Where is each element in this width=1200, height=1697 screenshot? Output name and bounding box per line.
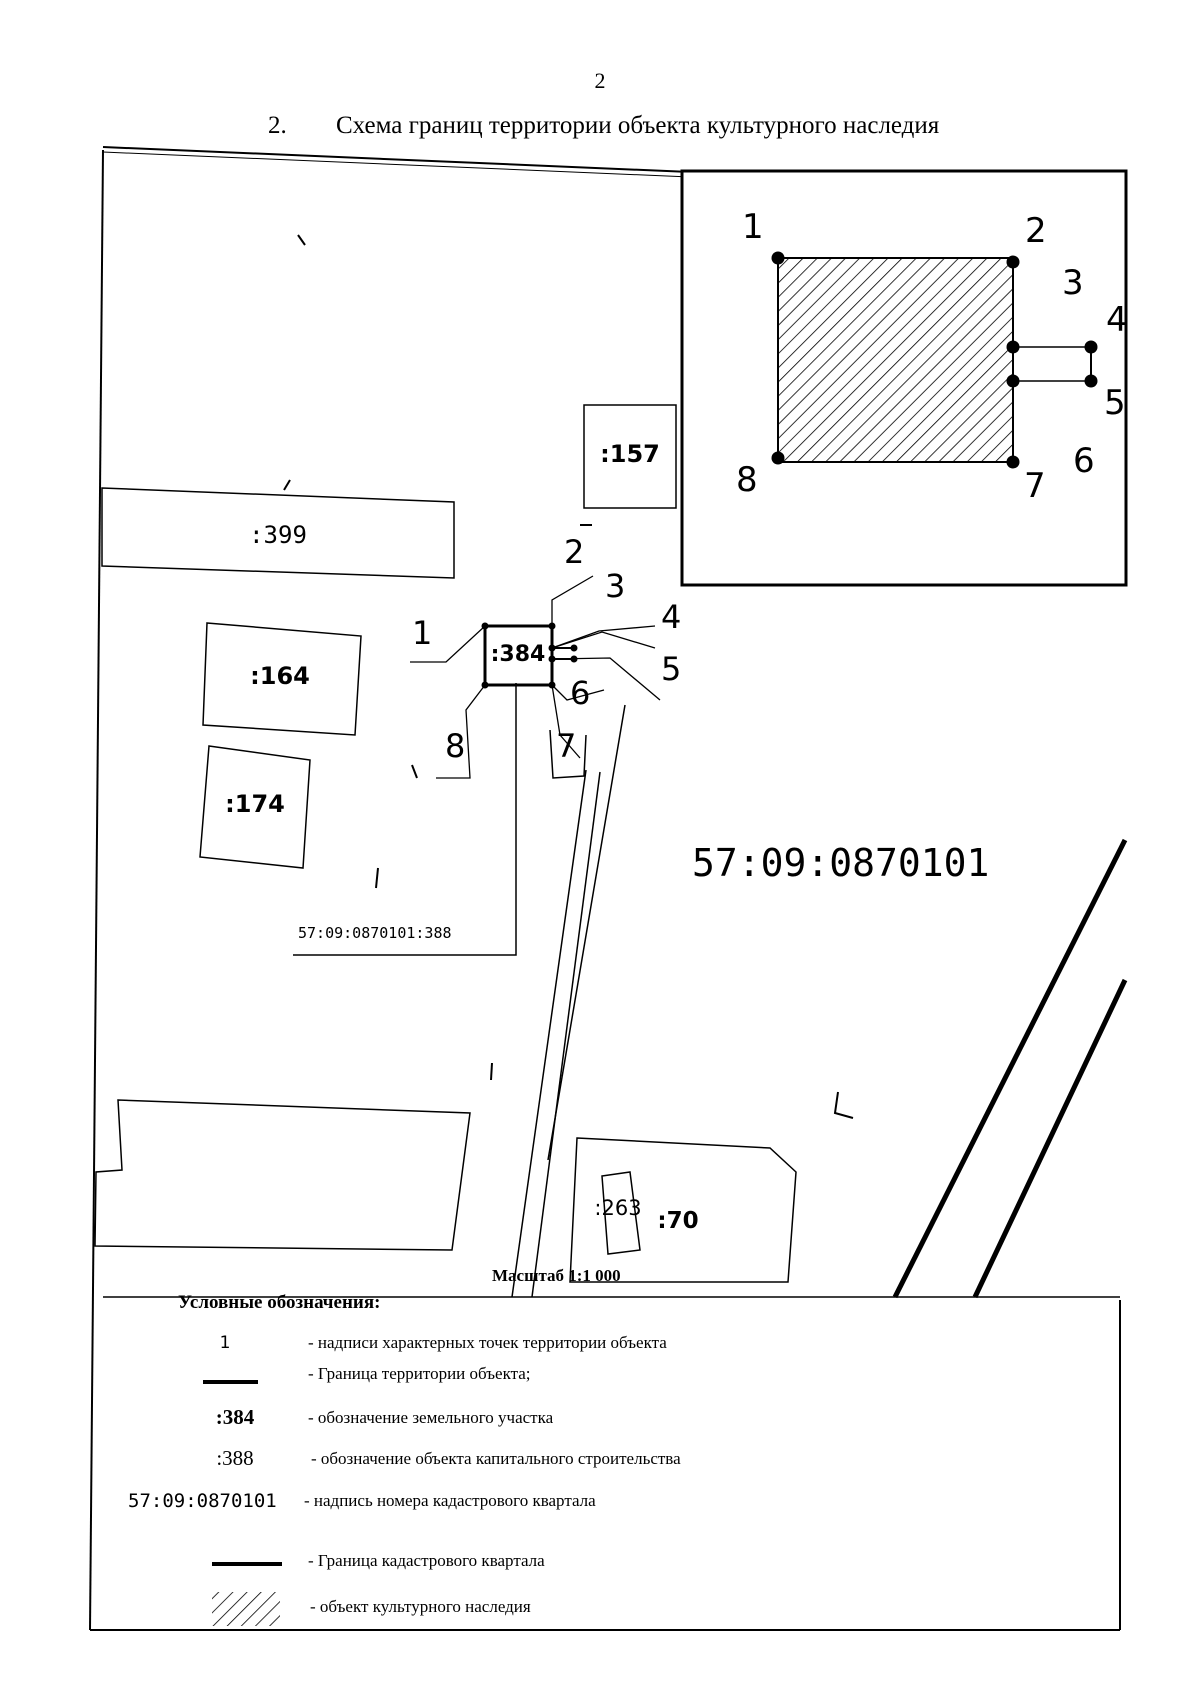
- inset-point-label: 7: [1024, 466, 1046, 506]
- object-388-label: 57:09:0870101:388: [298, 924, 452, 942]
- parcel-label: :263: [594, 1196, 641, 1220]
- parcel-263: [601, 1171, 641, 1255]
- map-point-label: 2: [564, 533, 584, 571]
- legend-symbol: :384: [215, 1405, 255, 1429]
- parcel-70: [569, 1137, 797, 1283]
- map-frame: [89, 146, 1121, 1631]
- inset-point-label: 8: [736, 460, 758, 500]
- inset-point-label: 1: [742, 207, 764, 247]
- road-strip: [511, 704, 626, 1298]
- legend-hatch: [212, 1592, 280, 1626]
- legend-title: Условные обозначения:: [178, 1292, 381, 1313]
- inset-point-label: 6: [1073, 441, 1095, 481]
- legend-item: :388 - обозначение объекта капитального …: [0, 1446, 1200, 1480]
- quarter-label: 57:09:0870101: [692, 841, 989, 885]
- quarter-boundary: [892, 838, 1128, 1299]
- legend-symbol: :388: [216, 1446, 254, 1470]
- legend-text: - обозначение объекта капитального строи…: [311, 1449, 681, 1468]
- legend-text: - Граница кадастрового квартала: [308, 1551, 545, 1570]
- map-point-label: 7: [556, 727, 576, 765]
- parcel-157: [583, 404, 677, 509]
- parcel-164: [202, 622, 362, 736]
- legend-item: 1 - надписи характерных точек территории…: [0, 1333, 1200, 1367]
- map-point-label: 3: [605, 567, 625, 605]
- legend-item: - Граница кадастрового квартала: [0, 1551, 1200, 1585]
- parcel-label-384: :384: [491, 642, 546, 667]
- map-point-labels: 1 2 3 4 5 6 7 8: [412, 533, 681, 765]
- legend-text: - обозначение земельного участка: [308, 1408, 554, 1427]
- inset-point-label: 2: [1025, 211, 1047, 251]
- legend-text: - надписи характерных точек территории о…: [308, 1333, 667, 1352]
- legend-item: - объект культурного наследия: [0, 1597, 1200, 1631]
- parcel-399: [101, 487, 455, 579]
- map-point-label: 8: [445, 727, 465, 765]
- inset-labels: 1 2 3 4 5 6 7 8: [736, 207, 1128, 506]
- map-point-label: 5: [661, 650, 681, 688]
- parcel-label: :157: [600, 440, 660, 468]
- object-388-leader: [293, 683, 517, 956]
- legend-symbol: 57:09:0870101: [128, 1490, 277, 1512]
- legend-text: - надпись номера кадастрового квартала: [304, 1491, 596, 1510]
- parcel-south-west: [94, 1099, 471, 1251]
- heading-title: Схема границ территории объекта культурн…: [336, 112, 940, 139]
- parcel-label: :399: [249, 521, 307, 549]
- inset-point-label: 5: [1104, 383, 1126, 423]
- inset-point-label: 3: [1062, 263, 1084, 303]
- legend-text: - Граница территории объекта;: [308, 1364, 531, 1383]
- map-points: [481, 622, 578, 689]
- map-marks: [283, 234, 854, 1119]
- legend-item: :384 - обозначение земельного участка: [0, 1405, 1200, 1439]
- map-point-label: 6: [570, 674, 590, 712]
- parcel-label: :174: [225, 790, 285, 818]
- parcel-label: :164: [250, 662, 310, 690]
- legend-symbols: [203, 1380, 282, 1626]
- parcel-174: [199, 745, 311, 869]
- page-heading: 2. Схема границ территории объекта культу…: [268, 112, 939, 140]
- page-number: 2: [594, 68, 606, 93]
- legend-item: - Граница территории объекта;: [0, 1364, 1200, 1398]
- parcel-label: :70: [657, 1208, 698, 1234]
- legend-symbol: 1: [219, 1333, 231, 1353]
- map-scale: Масштаб 1:1 000: [492, 1266, 621, 1285]
- legend-item: 57:09:0870101 - надпись номера кадастров…: [0, 1490, 1200, 1524]
- map-point-label: 1: [412, 614, 432, 652]
- map-point-label: 4: [661, 598, 681, 636]
- heading-number: 2.: [268, 112, 287, 139]
- inset-point-label: 4: [1106, 300, 1128, 340]
- inset-object: [771, 251, 1098, 469]
- legend-text: - объект культурного наследия: [310, 1597, 531, 1616]
